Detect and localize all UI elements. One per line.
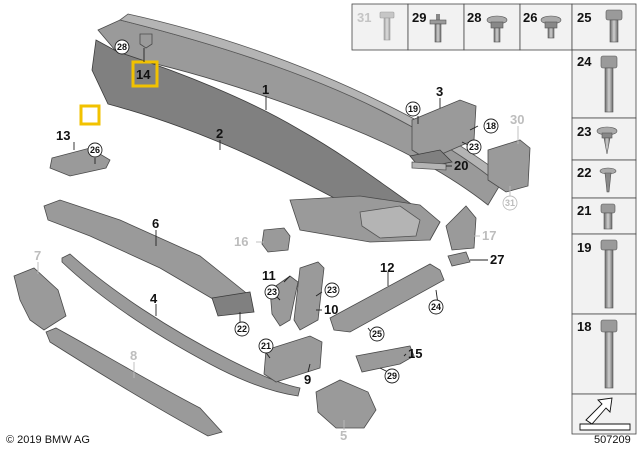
leader-lines — [37, 48, 519, 430]
copyright-text: © 2019 BMW AG — [6, 434, 90, 446]
fastener-number-28: 28 — [467, 10, 481, 25]
svg-text:19: 19 — [408, 104, 418, 114]
svg-text:26: 26 — [90, 145, 100, 155]
svg-text:23: 23 — [327, 285, 337, 295]
callout-31: 31 — [502, 195, 518, 211]
part-12-side-bar — [329, 263, 445, 333]
label-2: 2 — [216, 126, 223, 141]
label-15: 15 — [408, 346, 422, 361]
label-30: 30 — [510, 112, 524, 127]
part-14-location-highlight — [79, 104, 101, 126]
screw-25-icon — [605, 9, 623, 43]
callout-19: 19 — [405, 101, 421, 117]
label-3: 3 — [436, 84, 443, 99]
clip-22-icon — [599, 167, 617, 193]
part-9-bracket — [263, 335, 323, 383]
fastener-number-24: 24 — [577, 54, 592, 69]
label-5: 5 — [340, 428, 347, 443]
label-4: 4 — [150, 291, 158, 306]
callout-21: 21 — [258, 338, 274, 354]
fastener-table: 31 29 28 26 25 24 23 22 21 19 18 — [351, 3, 637, 435]
part-30-bracket — [487, 139, 531, 193]
callout-28: 28 — [114, 39, 130, 55]
part-6-bar — [43, 199, 255, 317]
label-10: 10 — [324, 302, 338, 317]
label-12: 12 — [380, 260, 394, 275]
svg-text:24: 24 — [431, 302, 441, 312]
fastener-number-22: 22 — [577, 165, 591, 180]
svg-text:23: 23 — [469, 142, 479, 152]
svg-text:21: 21 — [261, 341, 271, 351]
fastener-number-18: 18 — [577, 319, 591, 334]
label-9: 9 — [304, 372, 311, 387]
fastener-number-26: 26 — [523, 10, 537, 25]
orientation-arrow-icon — [579, 397, 631, 431]
part-17-bracket — [445, 205, 477, 251]
callout-23-top: 23 — [466, 139, 482, 155]
callout-25: 25 — [369, 326, 385, 342]
screw-29-icon — [429, 14, 447, 43]
label-1: 1 — [262, 82, 269, 97]
label-7: 7 — [34, 248, 41, 263]
fastener-cell-31 — [351, 3, 409, 51]
callout-22: 22 — [234, 321, 250, 337]
bolt-19-icon — [600, 239, 618, 309]
label-16: 16 — [234, 234, 248, 249]
callout-23-right: 23 — [324, 282, 340, 298]
part-20-strip — [411, 161, 447, 171]
svg-text:25: 25 — [372, 329, 382, 339]
fastener-number-29: 29 — [412, 10, 426, 25]
screw-23-icon — [596, 126, 618, 155]
callout-23-left: 23 — [264, 284, 280, 300]
fastener-number-21: 21 — [577, 203, 591, 218]
part-14-clip — [79, 33, 159, 126]
part-16-block — [261, 227, 291, 253]
circle-callouts: 28 26 19 18 23 31 23 23 21 22 25 24 29 — [87, 39, 518, 384]
svg-text:18: 18 — [486, 121, 496, 131]
label-13: 13 — [56, 128, 70, 143]
svg-text:22: 22 — [237, 324, 247, 334]
label-11: 11 — [262, 268, 276, 283]
svg-text:23: 23 — [267, 287, 277, 297]
callout-18: 18 — [483, 118, 499, 134]
part-labels: 1 2 3 4 5 6 7 8 9 10 11 12 13 14 15 16 1… — [34, 67, 524, 443]
part-8-lower-trim — [45, 327, 223, 437]
callout-24: 24 — [428, 299, 444, 315]
part-27-clip — [447, 251, 471, 267]
part-2-absorber — [91, 39, 441, 243]
screw-26-icon — [540, 15, 562, 39]
fastener-number-31: 31 — [357, 10, 371, 25]
svg-text:28: 28 — [117, 42, 127, 52]
part-10-bracket — [293, 261, 325, 331]
label-17: 17 — [482, 228, 496, 243]
label-27: 27 — [490, 252, 504, 267]
fastener-number-25: 25 — [577, 10, 591, 25]
label-8: 8 — [130, 348, 137, 363]
screw-31-icon — [379, 11, 395, 41]
fastener-number-19: 19 — [577, 240, 591, 255]
diagram-number: 507209 — [594, 434, 631, 446]
svg-text:29: 29 — [387, 371, 397, 381]
label-20: 20 — [454, 158, 468, 173]
fastener-number-23: 23 — [577, 124, 591, 139]
part-14-highlight-box — [131, 60, 159, 88]
callout-29: 29 — [384, 368, 400, 384]
screw-21-icon — [600, 203, 616, 230]
screw-28-icon — [486, 15, 508, 43]
bolt-18-icon — [600, 319, 618, 389]
label-14: 14 — [136, 67, 151, 82]
part-5-bracket — [315, 379, 377, 429]
label-6: 6 — [152, 216, 159, 231]
callout-26: 26 — [87, 142, 103, 158]
bolt-24-icon — [600, 55, 618, 113]
part-7-side-trim — [13, 267, 67, 331]
part-15-bracket — [355, 345, 415, 373]
svg-text:31: 31 — [505, 198, 515, 208]
fastener-cell-22 — [571, 159, 637, 199]
